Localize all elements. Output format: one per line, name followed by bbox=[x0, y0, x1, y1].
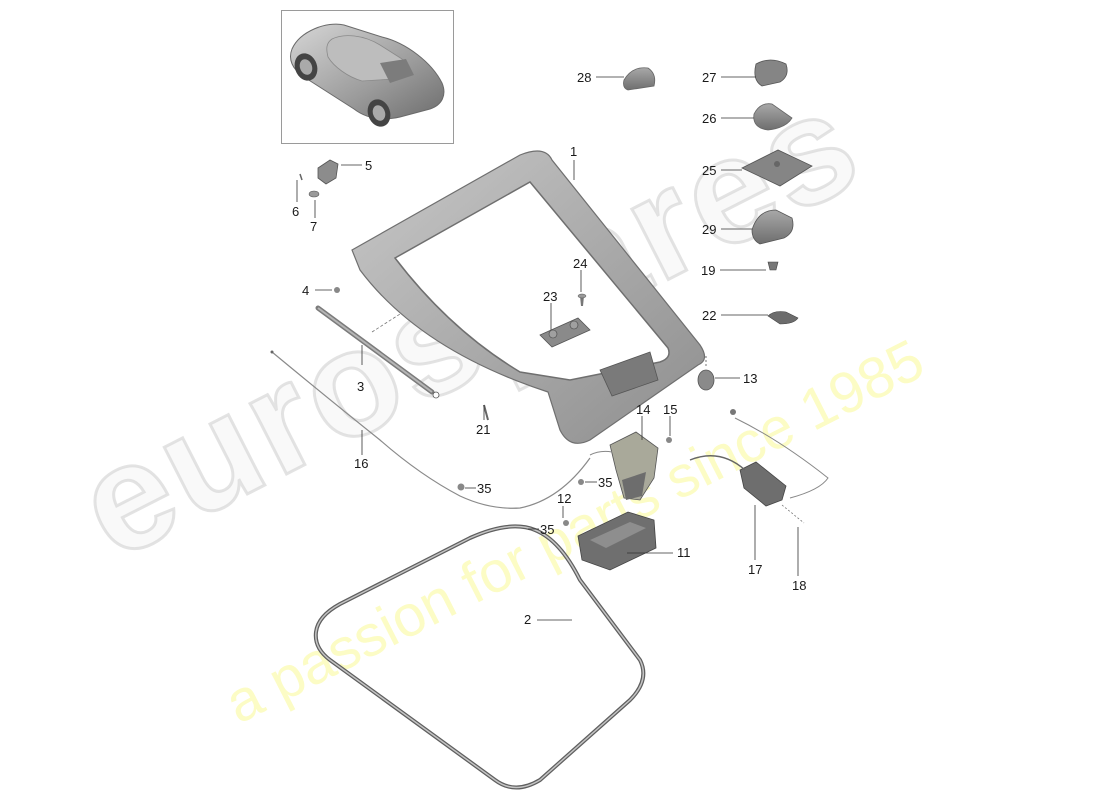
callout-24[interactable]: 24 bbox=[573, 256, 588, 271]
callout-17[interactable]: 17 bbox=[748, 562, 763, 577]
callout-13[interactable]: 13 bbox=[743, 371, 758, 386]
callout-6[interactable]: 6 bbox=[292, 204, 300, 219]
callout-25[interactable]: 25 bbox=[702, 163, 717, 178]
callout-35[interactable]: 35 bbox=[477, 481, 492, 496]
part-2-seal bbox=[313, 524, 646, 790]
callout-19[interactable]: 19 bbox=[701, 263, 716, 278]
callout-28[interactable]: 28 bbox=[577, 70, 592, 85]
callout-22[interactable]: 22 bbox=[702, 308, 717, 323]
callout-4[interactable]: 4 bbox=[302, 283, 310, 298]
callout-1[interactable]: 1 bbox=[570, 144, 578, 159]
leader-lines bbox=[296, 76, 799, 621]
callout-16[interactable]: 16 bbox=[354, 456, 369, 471]
part-16-cable bbox=[270, 350, 591, 509]
callout-23[interactable]: 23 bbox=[543, 289, 558, 304]
part-1-rear-lid bbox=[351, 150, 706, 444]
callout-29[interactable]: 29 bbox=[702, 222, 717, 237]
part-11-actuator bbox=[563, 511, 657, 571]
callout-35[interactable]: 35 bbox=[540, 522, 555, 537]
callout-21[interactable]: 21 bbox=[476, 422, 491, 437]
callout-27[interactable]: 27 bbox=[702, 70, 717, 85]
vehicle-thumbnail bbox=[281, 10, 454, 144]
part-14-lock bbox=[578, 431, 672, 501]
callout-12[interactable]: 12 bbox=[557, 491, 572, 506]
callout-18[interactable]: 18 bbox=[792, 578, 807, 593]
callout-7[interactable]: 7 bbox=[310, 219, 318, 234]
callout-5[interactable]: 5 bbox=[365, 158, 373, 173]
callout-11[interactable]: 11 bbox=[677, 545, 691, 560]
part-5-hinge bbox=[299, 159, 339, 198]
callout-35[interactable]: 35 bbox=[598, 475, 613, 490]
callout-14[interactable]: 14 bbox=[636, 402, 651, 417]
part-17-release bbox=[689, 409, 829, 524]
small-parts bbox=[623, 59, 813, 391]
callout-15[interactable]: 15 bbox=[663, 402, 678, 417]
callout-26[interactable]: 26 bbox=[702, 111, 717, 126]
car-icon bbox=[290, 23, 445, 127]
part-3-gas-strut bbox=[315, 287, 440, 399]
callout-2[interactable]: 2 bbox=[524, 612, 532, 627]
callout-3[interactable]: 3 bbox=[357, 379, 365, 394]
